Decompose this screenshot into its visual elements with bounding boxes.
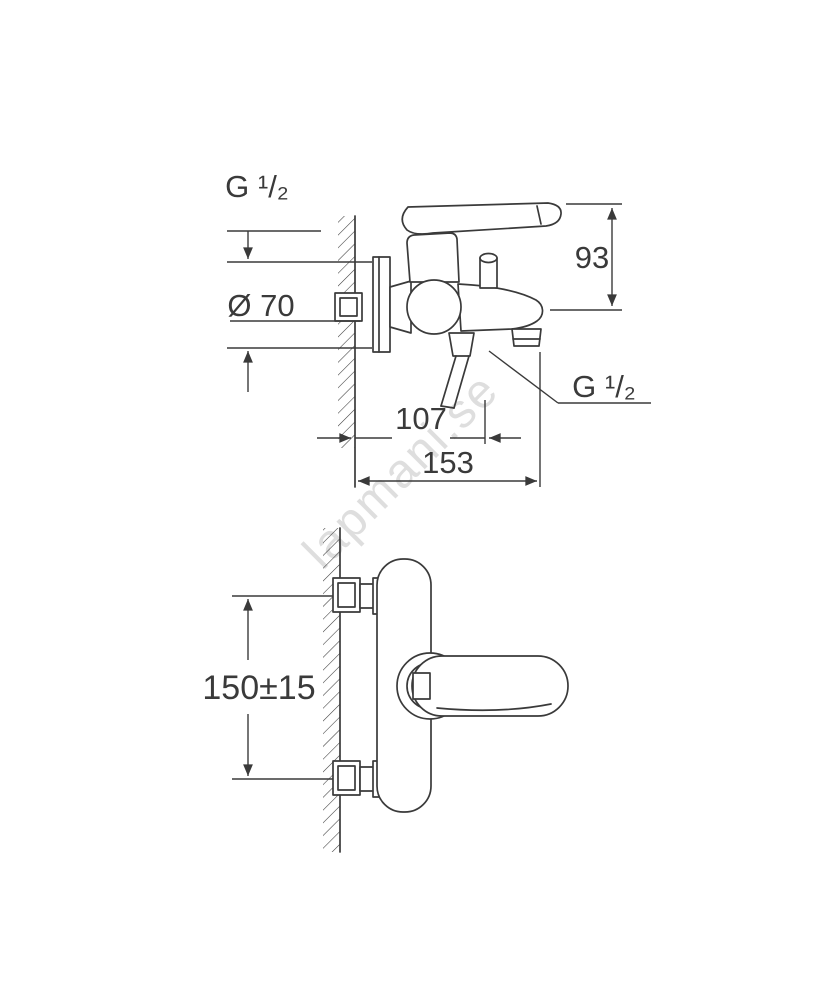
g-bottom-leader [488,350,559,404]
lever-hub-detail [412,672,431,700]
dim-mounting-distance-label: 150±15 [202,669,315,707]
inlet-top-inner [337,582,356,608]
valve-body [406,279,462,335]
shower-hose-end [440,405,455,409]
front-view [323,527,569,853]
inlet-union-inner [339,297,358,317]
spout [457,283,544,332]
dim-flange-diameter-label: Ø 70 [227,288,294,323]
diverter-top [479,252,498,264]
side-view [334,202,562,488]
hose-connector [448,332,475,357]
aerator [511,328,542,347]
dim-inlet-thread-label: G ¹/₂ [225,169,289,204]
front-view-dimensions [232,595,333,780]
lever-detail [536,205,542,225]
union-nut [389,280,412,334]
shower-hose-outer [440,355,457,407]
shower-hose-inner [453,355,470,409]
dim-outlet-thread-label: G ¹/₂ [572,369,636,404]
inlet-bottom-inner [337,765,356,791]
dim-projection-inner-label: 107 [395,401,447,436]
lever-front-detail [436,703,552,712]
dim-height-label: 93 [575,240,609,275]
lever-handle-front [411,655,569,717]
lever-handle-side [401,202,562,235]
cartridge-housing [406,232,460,283]
wall-hatch-front [323,528,340,852]
wall-hatch-side [338,216,355,448]
side-view-dimensions [227,203,651,487]
dim-projection-total-label: 153 [422,445,474,480]
escutcheon [372,256,391,353]
